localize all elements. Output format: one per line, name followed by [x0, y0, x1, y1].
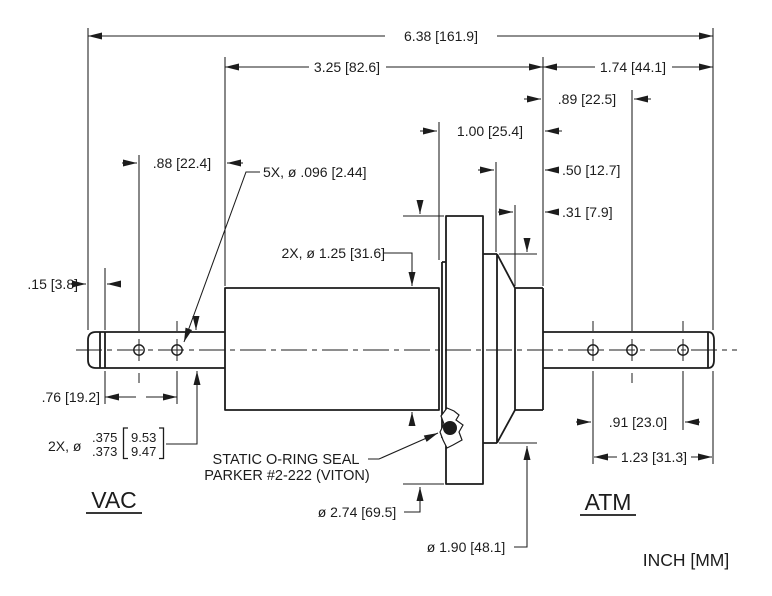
- vac-label: VAC: [91, 487, 137, 513]
- dim-hub-length: .50 [12.7]: [562, 162, 620, 178]
- atm-shaft: [543, 331, 715, 369]
- dim-groove-to-hole: .76 [19.2]: [42, 389, 100, 405]
- dim-atm-section: 1.74 [44.1]: [600, 59, 666, 75]
- callout-cross-holes: 5X, ø .096 [2.44]: [263, 164, 367, 180]
- zone-labels: VAC ATM INCH [MM]: [86, 487, 729, 570]
- dim-hole-spacing: .91 [23.0]: [609, 414, 667, 430]
- dim-shoulder-to-hole: .89 [22.5]: [558, 91, 616, 107]
- right-bracket: [159, 427, 165, 460]
- extension-lines: [87, 28, 714, 485]
- units-note: INCH [MM]: [643, 550, 730, 570]
- dimension-lines: [72, 32, 713, 461]
- atm-neck: [515, 287, 544, 411]
- dim-end-groove: .15 [3.8]: [27, 276, 78, 292]
- dim-vac-section: 3.25 [82.6]: [314, 59, 380, 75]
- hub: [483, 253, 516, 444]
- oring-cross-section: [443, 421, 457, 435]
- shaft-dia-mm-low: 9.47: [131, 444, 156, 459]
- left-bracket: [122, 427, 128, 460]
- shaft-diameter-callout: 2X, ø .375 .373 9.53 9.47: [48, 427, 165, 460]
- dim-overall-length: 6.38 [161.9]: [404, 28, 478, 44]
- dim-hole-to-body: .88 [22.4]: [153, 155, 211, 171]
- shaft-dia-inch-low: .373: [92, 444, 117, 459]
- shaft-dia-prefix: 2X, ø: [48, 438, 82, 454]
- dim-hole-to-end: 1.23 [31.3]: [621, 449, 687, 465]
- dimension-labels: 6.38 [161.9] 3.25 [82.6] 1.74 [44.1] .89…: [27, 28, 687, 555]
- callout-flange-diameter: ø 2.74 [69.5]: [318, 504, 397, 520]
- atm-label: ATM: [585, 489, 632, 515]
- callout-oring-line1: STATIC O-RING SEAL: [213, 452, 360, 468]
- dim-face-to-shoulder: 1.00 [25.4]: [457, 123, 523, 139]
- callout-oring-line2: PARKER #2-222 (VITON): [204, 468, 369, 484]
- hole-centerline-ticks: [138, 321, 684, 383]
- centerlines: [76, 321, 737, 383]
- main-body: [224, 287, 440, 411]
- shaft-dia-inch-high: .375: [92, 430, 117, 445]
- shaft-dia-mm-high: 9.53: [131, 430, 156, 445]
- callout-body-diameter: 2X, ø 1.25 [31.6]: [281, 245, 385, 261]
- dim-neck-length: .31 [7.9]: [562, 204, 613, 220]
- oring-seal: [439, 407, 464, 449]
- callout-hub-diameter: ø 1.90 [48.1]: [427, 539, 506, 555]
- leader-lines: [166, 171, 531, 548]
